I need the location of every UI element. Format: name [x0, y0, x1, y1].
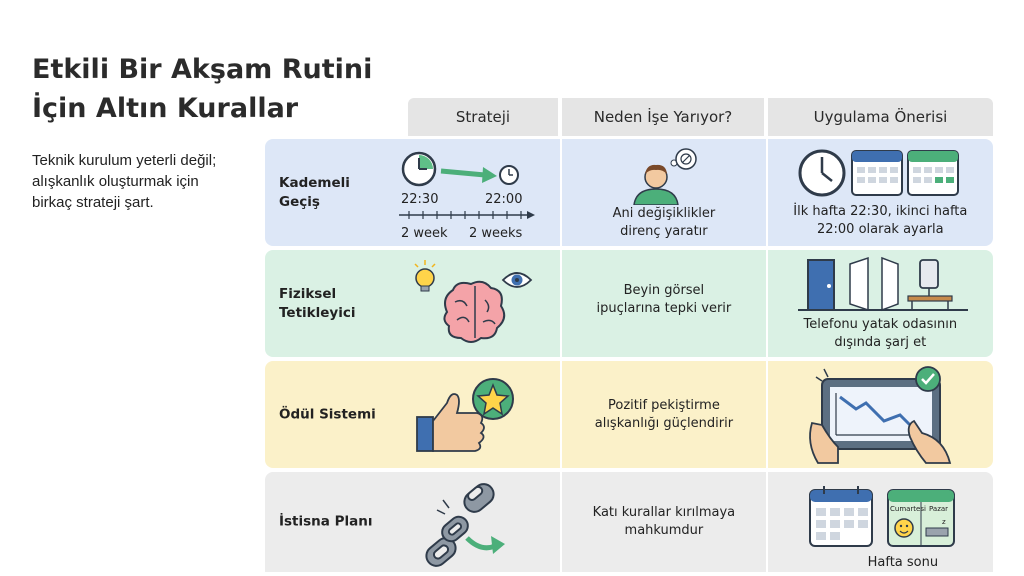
strategy-cell: İstisna Planı	[265, 472, 560, 572]
why-text: Beyin görsel ipuçlarına tepki verir	[596, 283, 732, 316]
header-strategy: Strateji	[408, 98, 558, 136]
strategy-label: Kademeli Geçiş	[279, 174, 350, 210]
header-why: Neden İşe Yarıyor?	[562, 98, 764, 136]
table-row-physical-trigger: Fiziksel Tetikleyici Beyin görsel ipuçla…	[265, 250, 993, 357]
why-cell: Katı kurallar kırılmaya mahkumdur	[560, 472, 765, 572]
strategy-label: Fiziksel Tetikleyici	[279, 285, 356, 321]
table-row-exception-plan: İstisna Planı Katı kurallar kırılmaya ma…	[265, 472, 993, 572]
thinking-person-icon	[633, 148, 697, 205]
sunday-label: Pazar	[929, 505, 948, 513]
clock-timeline-icon: 22:30 22:00 2 week 2 weeks	[399, 151, 535, 241]
tablet-chart-icon	[808, 366, 951, 464]
why-cell: Beyin görsel ipuçlarına tepki verir	[560, 250, 765, 357]
table-row-gradual-transition: Kademeli Geçiş 22:30 22:00 2 w	[265, 139, 993, 246]
weekend-calendar-icon: Cumartesi Pazar z	[808, 486, 955, 547]
why-text: Pozitif pekiştirme alışkanlığı güçlendir…	[594, 398, 734, 431]
brain-eye-icon	[414, 260, 533, 343]
tip-cell: İlk hafta 22:30, ikinci hafta 22:00 olar…	[765, 139, 993, 246]
page-subtitle: Teknik kurulum yeterli değil; alışkanlık…	[32, 152, 217, 211]
tip-text: Telefonu yatak odasının dışında şarj et	[803, 317, 958, 350]
tip-cell: Cumartesi Pazar z Hafta sonu	[765, 472, 993, 572]
tip-cell: Telefonu yatak odasının dışında şarj et	[765, 250, 993, 357]
page-title: Etkili Bir Akşam Rutini İçin Altın Kural…	[32, 50, 392, 128]
header-tip: Uygulama Önerisi	[768, 98, 993, 136]
time-start-label: 22:30	[401, 192, 438, 207]
week-a-label: 2 week	[401, 226, 448, 241]
tip-text: Hafta sonu	[867, 555, 939, 570]
why-cell: Ani değişiklikler direnç yaratır	[560, 139, 765, 246]
strategy-label: Ödül Sistemi	[279, 406, 376, 422]
door-charging-icon	[797, 256, 968, 312]
broken-chain-icon	[425, 483, 505, 567]
table-row-reward-system: Ödül Sistemi Pozitif pekiştirme alışkanl…	[265, 361, 993, 468]
why-text: Katı kurallar kırılmaya mahkumdur	[592, 505, 736, 538]
tip-text: İlk hafta 22:30, ikinci hafta 22:00 olar…	[793, 204, 968, 237]
tip-cell	[765, 361, 993, 468]
strategy-label: İstisna Planı	[279, 513, 373, 530]
strategy-cell: Ödül Sistemi	[265, 361, 560, 468]
saturday-label: Cumartesi	[890, 505, 926, 513]
why-text: Ani değişiklikler direnç yaratır	[612, 206, 716, 239]
why-cell: Pozitif pekiştirme alışkanlığı güçlendir…	[560, 361, 765, 468]
thumbs-up-star-icon	[416, 378, 514, 452]
title-line-1: Etkili Bir Akşam Rutini	[32, 54, 373, 85]
clock-calendars-icon	[798, 149, 959, 197]
time-end-label: 22:00	[485, 192, 522, 207]
strategy-cell: Kademeli Geçiş 22:30 22:00 2 w	[265, 139, 560, 246]
week-b-label: 2 weeks	[469, 226, 523, 241]
svg-text:z: z	[942, 518, 946, 526]
strategy-cell: Fiziksel Tetikleyici	[265, 250, 560, 357]
title-line-2: İçin Altın Kurallar	[32, 93, 299, 124]
